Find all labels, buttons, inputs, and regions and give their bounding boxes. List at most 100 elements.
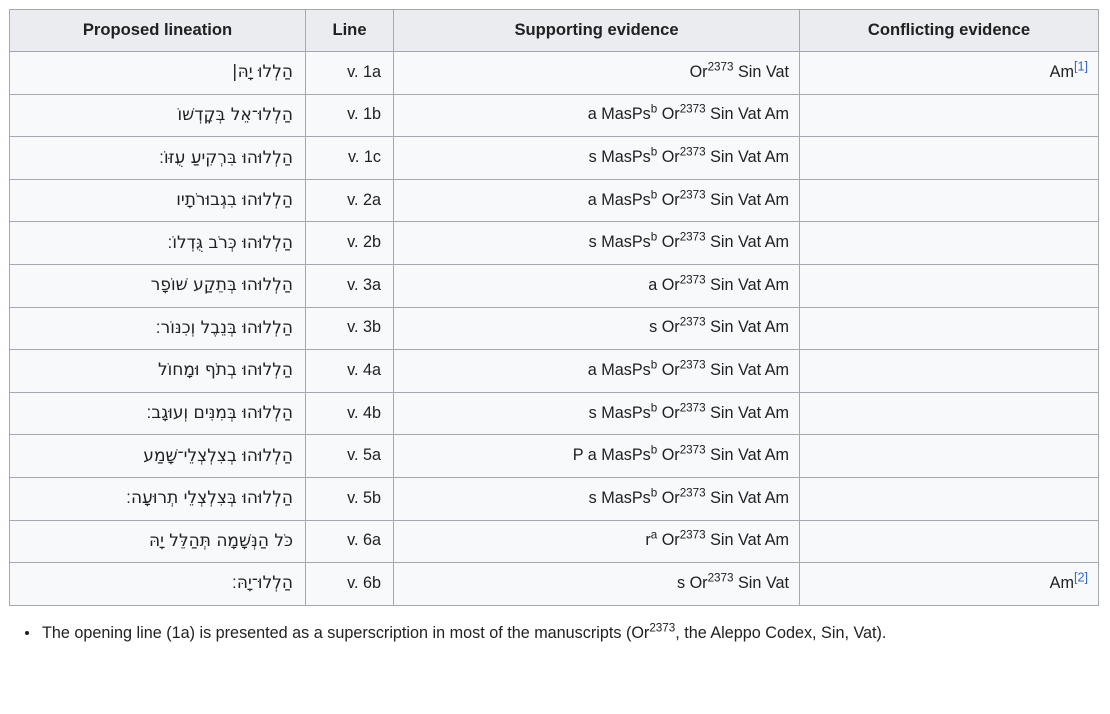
footnote-reference-link[interactable]: [1] — [1073, 59, 1088, 74]
supporting-evidence-prefix-superscript: b — [650, 230, 658, 244]
conflicting-evidence-siglum: Am — [1049, 62, 1074, 81]
cell-supporting-evidence: s Or2373 Sin Vat Am — [393, 306, 800, 351]
cell-proposed-lineation: הַלְלוּהוּ בְצִלְצְלֵי־שָׁמַע — [9, 434, 306, 478]
cell-line: v. 5a — [305, 434, 394, 478]
cell-supporting-evidence: s MasPsb Or2373 Sin Vat Am — [393, 476, 800, 521]
supporting-evidence-siglum-superscript: 2373 — [679, 188, 706, 202]
conflicting-evidence-siglum: Am — [1049, 573, 1074, 592]
cell-line: v. 1c — [305, 136, 394, 180]
cell-proposed-lineation: הַלְלוּהוּ בְּנֵבֶל וְכִנּוֹר׃ — [9, 306, 306, 351]
cell-conflicting-evidence — [799, 519, 1099, 564]
supporting-evidence-siglum-or: Or — [661, 275, 680, 294]
supporting-evidence-prefix: P a MasPs — [572, 446, 651, 465]
supporting-evidence-suffix: Sin Vat Am — [705, 446, 789, 465]
cell-line: v. 6a — [305, 519, 394, 564]
supporting-evidence-siglum-superscript: 2373 — [679, 103, 706, 117]
supporting-evidence-siglum-superscript: 2373 — [679, 145, 706, 159]
supporting-evidence-prefix-superscript: b — [650, 188, 658, 202]
column-header-conflicting-evidence: Conflicting evidence — [799, 9, 1099, 52]
supporting-evidence-prefix-superscript: a — [650, 529, 658, 542]
proposed-lineation-table: Proposed lineation Line Supporting evide… — [9, 9, 1099, 606]
cell-line: v. 1b — [305, 93, 394, 138]
cell-line: v. 2a — [305, 178, 394, 223]
cell-conflicting-evidence — [799, 136, 1099, 180]
note-text-after: , the Aleppo Codex, Sin, Vat). — [675, 623, 887, 642]
supporting-evidence-prefix: s — [649, 318, 662, 337]
cell-supporting-evidence: a MasPsb Or2373 Sin Vat Am — [393, 178, 800, 223]
cell-conflicting-evidence — [799, 476, 1099, 521]
supporting-evidence-suffix: Sin Vat Am — [705, 148, 789, 167]
table-header: Proposed lineation Line Supporting evide… — [9, 9, 1099, 52]
cell-proposed-lineation: הַלְלוּ־אֵל בְּקׇדְשׁוֹ — [9, 93, 306, 138]
notes-list: The opening line (1a) is presented as a … — [0, 620, 1110, 646]
supporting-evidence-siglum-or: Or — [661, 361, 680, 380]
cell-conflicting-evidence — [799, 391, 1099, 436]
cell-proposed-lineation: כֹּל הַנְּשָׁמָה תְּהַלֵּל יָהּ — [9, 519, 306, 564]
supporting-evidence-suffix: Sin Vat Am — [705, 531, 789, 550]
supporting-evidence-siglum-or: Or — [661, 105, 680, 124]
cell-proposed-lineation: הַלְלוּהוּ בְּמִנִּים וְעוּגָב׃ — [9, 391, 306, 436]
supporting-evidence-prefix-superscript: b — [650, 103, 658, 117]
cell-conflicting-evidence — [799, 263, 1099, 308]
cell-line: v. 5b — [305, 476, 394, 521]
cell-line: v. 2b — [305, 221, 394, 265]
supporting-evidence-prefix: s MasPs — [588, 233, 651, 252]
supporting-evidence-siglum-or: Or — [689, 573, 708, 592]
article-content-region: Proposed lineation Line Supporting evide… — [0, 9, 1110, 714]
column-header-line: Line — [305, 9, 394, 52]
supporting-evidence-suffix: Sin Vat — [733, 573, 789, 592]
supporting-evidence-suffix: Sin Vat Am — [705, 105, 789, 124]
supporting-evidence-siglum-or: Or — [661, 403, 680, 422]
cell-line: v. 3b — [305, 306, 394, 351]
supporting-evidence-siglum-or: Or — [661, 233, 680, 252]
supporting-evidence-siglum-or: Or — [661, 446, 680, 465]
supporting-evidence-suffix: Sin Vat Am — [705, 361, 789, 380]
supporting-evidence-siglum-superscript: 2373 — [679, 230, 706, 244]
column-header-supporting-evidence: Supporting evidence — [393, 9, 800, 52]
supporting-evidence-siglum-superscript: 2373 — [707, 60, 734, 74]
supporting-evidence-suffix: Sin Vat Am — [705, 318, 789, 337]
footnote-reference-link[interactable]: [2] — [1073, 570, 1088, 585]
cell-supporting-evidence: ra Or2373 Sin Vat Am — [393, 519, 800, 564]
cell-supporting-evidence: Or2373 Sin Vat — [393, 51, 800, 95]
supporting-evidence-siglum-superscript: 2373 — [679, 443, 706, 457]
cell-conflicting-evidence — [799, 434, 1099, 478]
supporting-evidence-prefix: a — [648, 275, 662, 294]
cell-supporting-evidence: s MasPsb Or2373 Sin Vat Am — [393, 136, 800, 180]
note-list-item: The opening line (1a) is presented as a … — [22, 620, 1076, 646]
cell-supporting-evidence: s MasPsb Or2373 Sin Vat Am — [393, 221, 800, 265]
cell-proposed-lineation: הַלְלוּהוּ בִּרְקִיעַ עֻזּוֹ׃ — [9, 136, 306, 180]
cell-supporting-evidence: P a MasPsb Or2373 Sin Vat Am — [393, 434, 800, 478]
cell-proposed-lineation: הַלְלוּהוּ בְּתֵקַע שׁוֹפָר — [9, 263, 306, 308]
supporting-evidence-prefix: a MasPs — [587, 361, 651, 380]
cell-conflicting-evidence: Am[2] — [799, 562, 1099, 606]
supporting-evidence-siglum-superscript: 2373 — [679, 358, 706, 372]
supporting-evidence-suffix: Sin Vat Am — [705, 403, 789, 422]
supporting-evidence-prefix-superscript: b — [650, 443, 658, 457]
cell-proposed-lineation: הַלְלוּ־יָהּ׃ — [9, 562, 306, 606]
supporting-evidence-suffix: Sin Vat Am — [705, 233, 789, 252]
supporting-evidence-prefix-superscript: b — [650, 401, 658, 415]
cell-line: v. 4b — [305, 391, 394, 436]
supporting-evidence-siglum-or: Or — [661, 148, 680, 167]
cell-supporting-evidence: s Or2373 Sin Vat — [393, 562, 800, 606]
supporting-evidence-siglum-superscript: 2373 — [679, 486, 706, 500]
cell-line: v. 1a — [305, 51, 394, 95]
note-text-before: The opening line (1a) is presented as a … — [42, 623, 650, 642]
supporting-evidence-siglum-superscript: 2373 — [679, 273, 706, 287]
cell-conflicting-evidence — [799, 221, 1099, 265]
supporting-evidence-siglum-or: Or — [661, 531, 680, 550]
cell-supporting-evidence: s MasPsb Or2373 Sin Vat Am — [393, 391, 800, 436]
cell-conflicting-evidence — [799, 178, 1099, 223]
table-header-row: Proposed lineation Line Supporting evide… — [9, 9, 1099, 52]
supporting-evidence-prefix-superscript: b — [650, 145, 658, 159]
cell-line: v. 3a — [305, 263, 394, 308]
